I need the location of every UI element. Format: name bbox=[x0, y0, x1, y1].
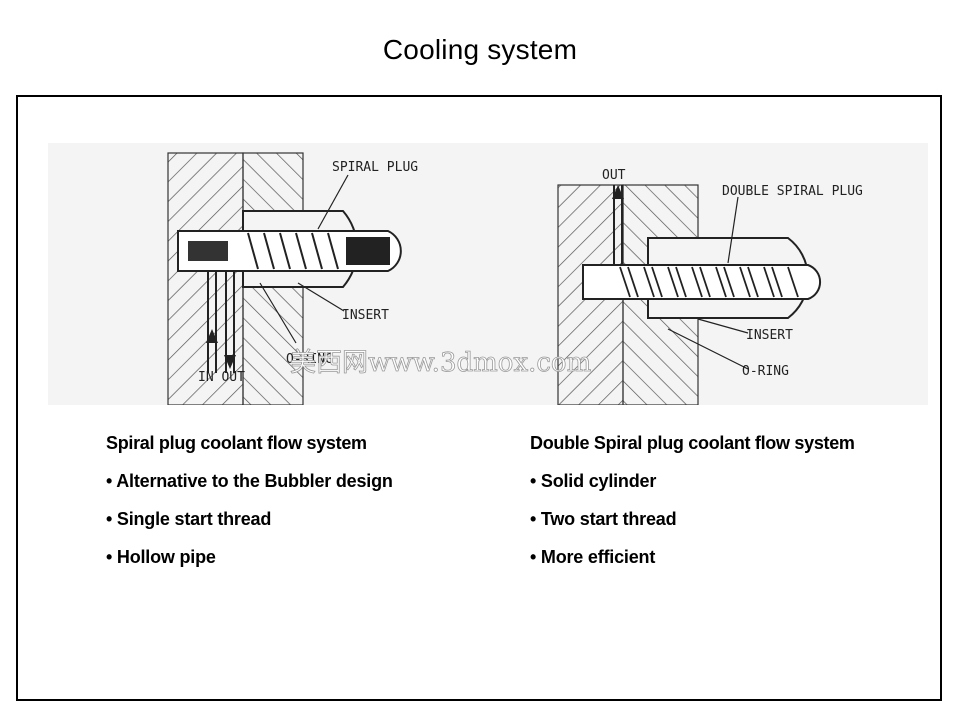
label-insert-left: INSERT bbox=[342, 308, 389, 323]
cooling-diagram: SPIRAL PLUG INSERT O-RING IN OUT OUT DOU… bbox=[48, 143, 928, 405]
label-out: OUT bbox=[602, 168, 626, 183]
watermark: 美西网www.3dmox.com bbox=[290, 348, 591, 378]
list-item: • Single start thread bbox=[106, 509, 272, 529]
content-frame bbox=[16, 95, 942, 701]
label-o-ring-right: O-RING bbox=[742, 364, 789, 379]
list-item: • Solid cylinder bbox=[530, 471, 657, 491]
spiral-plug-heading: Spiral plug coolant flow system bbox=[106, 433, 367, 453]
label-o-ring-left: O-RING bbox=[286, 352, 333, 367]
slide-title: Cooling system bbox=[382, 34, 578, 65]
label-insert-right: INSERT bbox=[746, 328, 793, 343]
double-spiral-plug-drawing bbox=[557, 184, 822, 405]
label-double-spiral-plug: DOUBLE SPIRAL PLUG bbox=[722, 184, 863, 199]
spiral-plug-drawing bbox=[167, 152, 402, 405]
list-item: • More efficient bbox=[530, 547, 656, 567]
label-in-out: IN OUT bbox=[198, 370, 245, 385]
list-item: • Alternative to the Bubbler design bbox=[106, 471, 393, 491]
double-spiral-plug-section: Double Spiral plug coolant flow system •… bbox=[530, 430, 930, 570]
spiral-plug-section: Spiral plug coolant flow system • Altern… bbox=[106, 430, 506, 570]
list-item: • Hollow pipe bbox=[106, 547, 216, 567]
double-spiral-plug-heading: Double Spiral plug coolant flow system bbox=[530, 433, 855, 453]
label-spiral-plug: SPIRAL PLUG bbox=[332, 160, 418, 175]
list-item: • Two start thread bbox=[530, 509, 677, 529]
